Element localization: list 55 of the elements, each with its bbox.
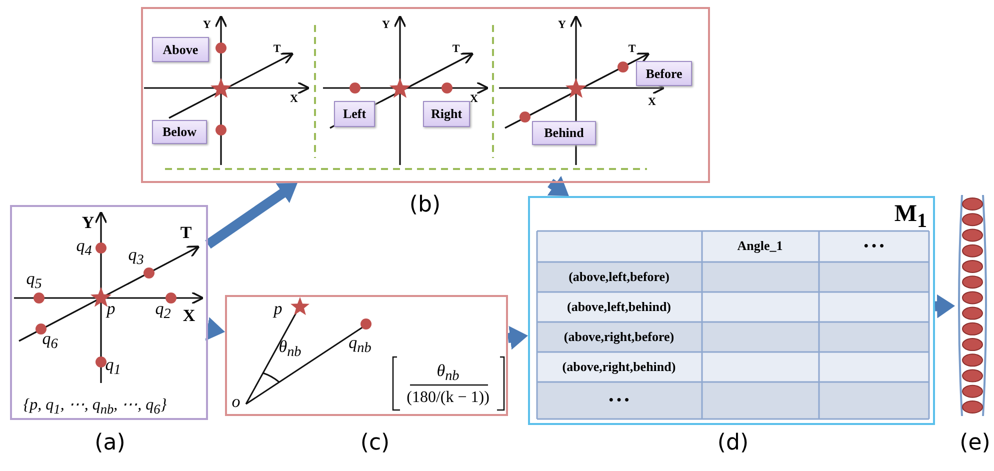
- feature-vector-drawing: [955, 193, 990, 418]
- ellipsis-label: • • •: [864, 238, 884, 254]
- panel-caption: (b): [409, 192, 441, 218]
- axis-label: T: [180, 223, 192, 243]
- panel-caption: (e): [960, 430, 990, 456]
- direction-label-box: Left: [334, 101, 375, 127]
- math-label: q$_{4}$: [76, 236, 92, 260]
- math-label: p: [274, 299, 282, 319]
- panel-caption: (a): [94, 430, 126, 456]
- direction-label-box: Right: [423, 101, 470, 127]
- block-arrow: [205, 183, 298, 249]
- row-header: (above,right,before): [564, 329, 674, 345]
- row-header: (above,left,behind): [567, 299, 671, 315]
- axis-label: Y: [382, 19, 390, 31]
- panel-box: [10, 205, 208, 420]
- math-label: q$_{5}$: [26, 268, 42, 294]
- set-notation: {p, q$_{1}$, ⋯, q$_{nb}$, ⋯, q$_{6}$}: [23, 395, 167, 418]
- math-label: q$_{2}$: [155, 298, 171, 324]
- block-arrow: [507, 326, 528, 350]
- block-arrow: [934, 294, 955, 318]
- block-arrow: [205, 317, 225, 341]
- math-label: q$_{nb}$: [348, 332, 372, 358]
- math-label: q$_{6}$: [42, 328, 58, 354]
- axis-label: T: [628, 43, 636, 55]
- panel-caption: (c): [360, 430, 390, 456]
- formula-denominator: (180/(k − 1)): [406, 389, 490, 407]
- axis-label: Y: [82, 213, 94, 233]
- math-label: q$_{1}$: [105, 354, 121, 380]
- matrix-label: M$_{1}$: [894, 202, 927, 231]
- axis-label: Y: [203, 19, 211, 31]
- panel-box: [141, 7, 710, 183]
- direction-label-box: Behind: [532, 121, 596, 145]
- direction-label-box: Above: [152, 37, 209, 62]
- axis-label: T: [273, 43, 281, 55]
- axis-label: X: [470, 93, 478, 105]
- column-header: Angle_1: [737, 238, 783, 254]
- axis-label: T: [452, 43, 460, 55]
- block-arrow: [547, 176, 569, 196]
- math-label: q$_{3}$: [128, 244, 144, 270]
- axis-label: X: [648, 96, 656, 108]
- axis-label: X: [290, 93, 298, 105]
- math-label: θ$_{nb}$: [436, 360, 460, 386]
- panel-box: [225, 295, 508, 416]
- row-header: (above,right,behind): [562, 359, 676, 375]
- math-label: θ$_{nb}$: [278, 336, 302, 362]
- ellipsis-label: • • •: [608, 392, 630, 408]
- row-header: (above,left,before): [568, 269, 670, 285]
- panel-box: [528, 196, 935, 425]
- math-label: p: [106, 299, 116, 319]
- axis-label: Y: [558, 19, 566, 31]
- axis-label: X: [182, 306, 196, 326]
- math-label: o: [232, 392, 240, 412]
- direction-label-box: Before: [636, 61, 692, 86]
- panel-caption: (d): [717, 430, 749, 456]
- direction-label-box: Below: [152, 120, 207, 144]
